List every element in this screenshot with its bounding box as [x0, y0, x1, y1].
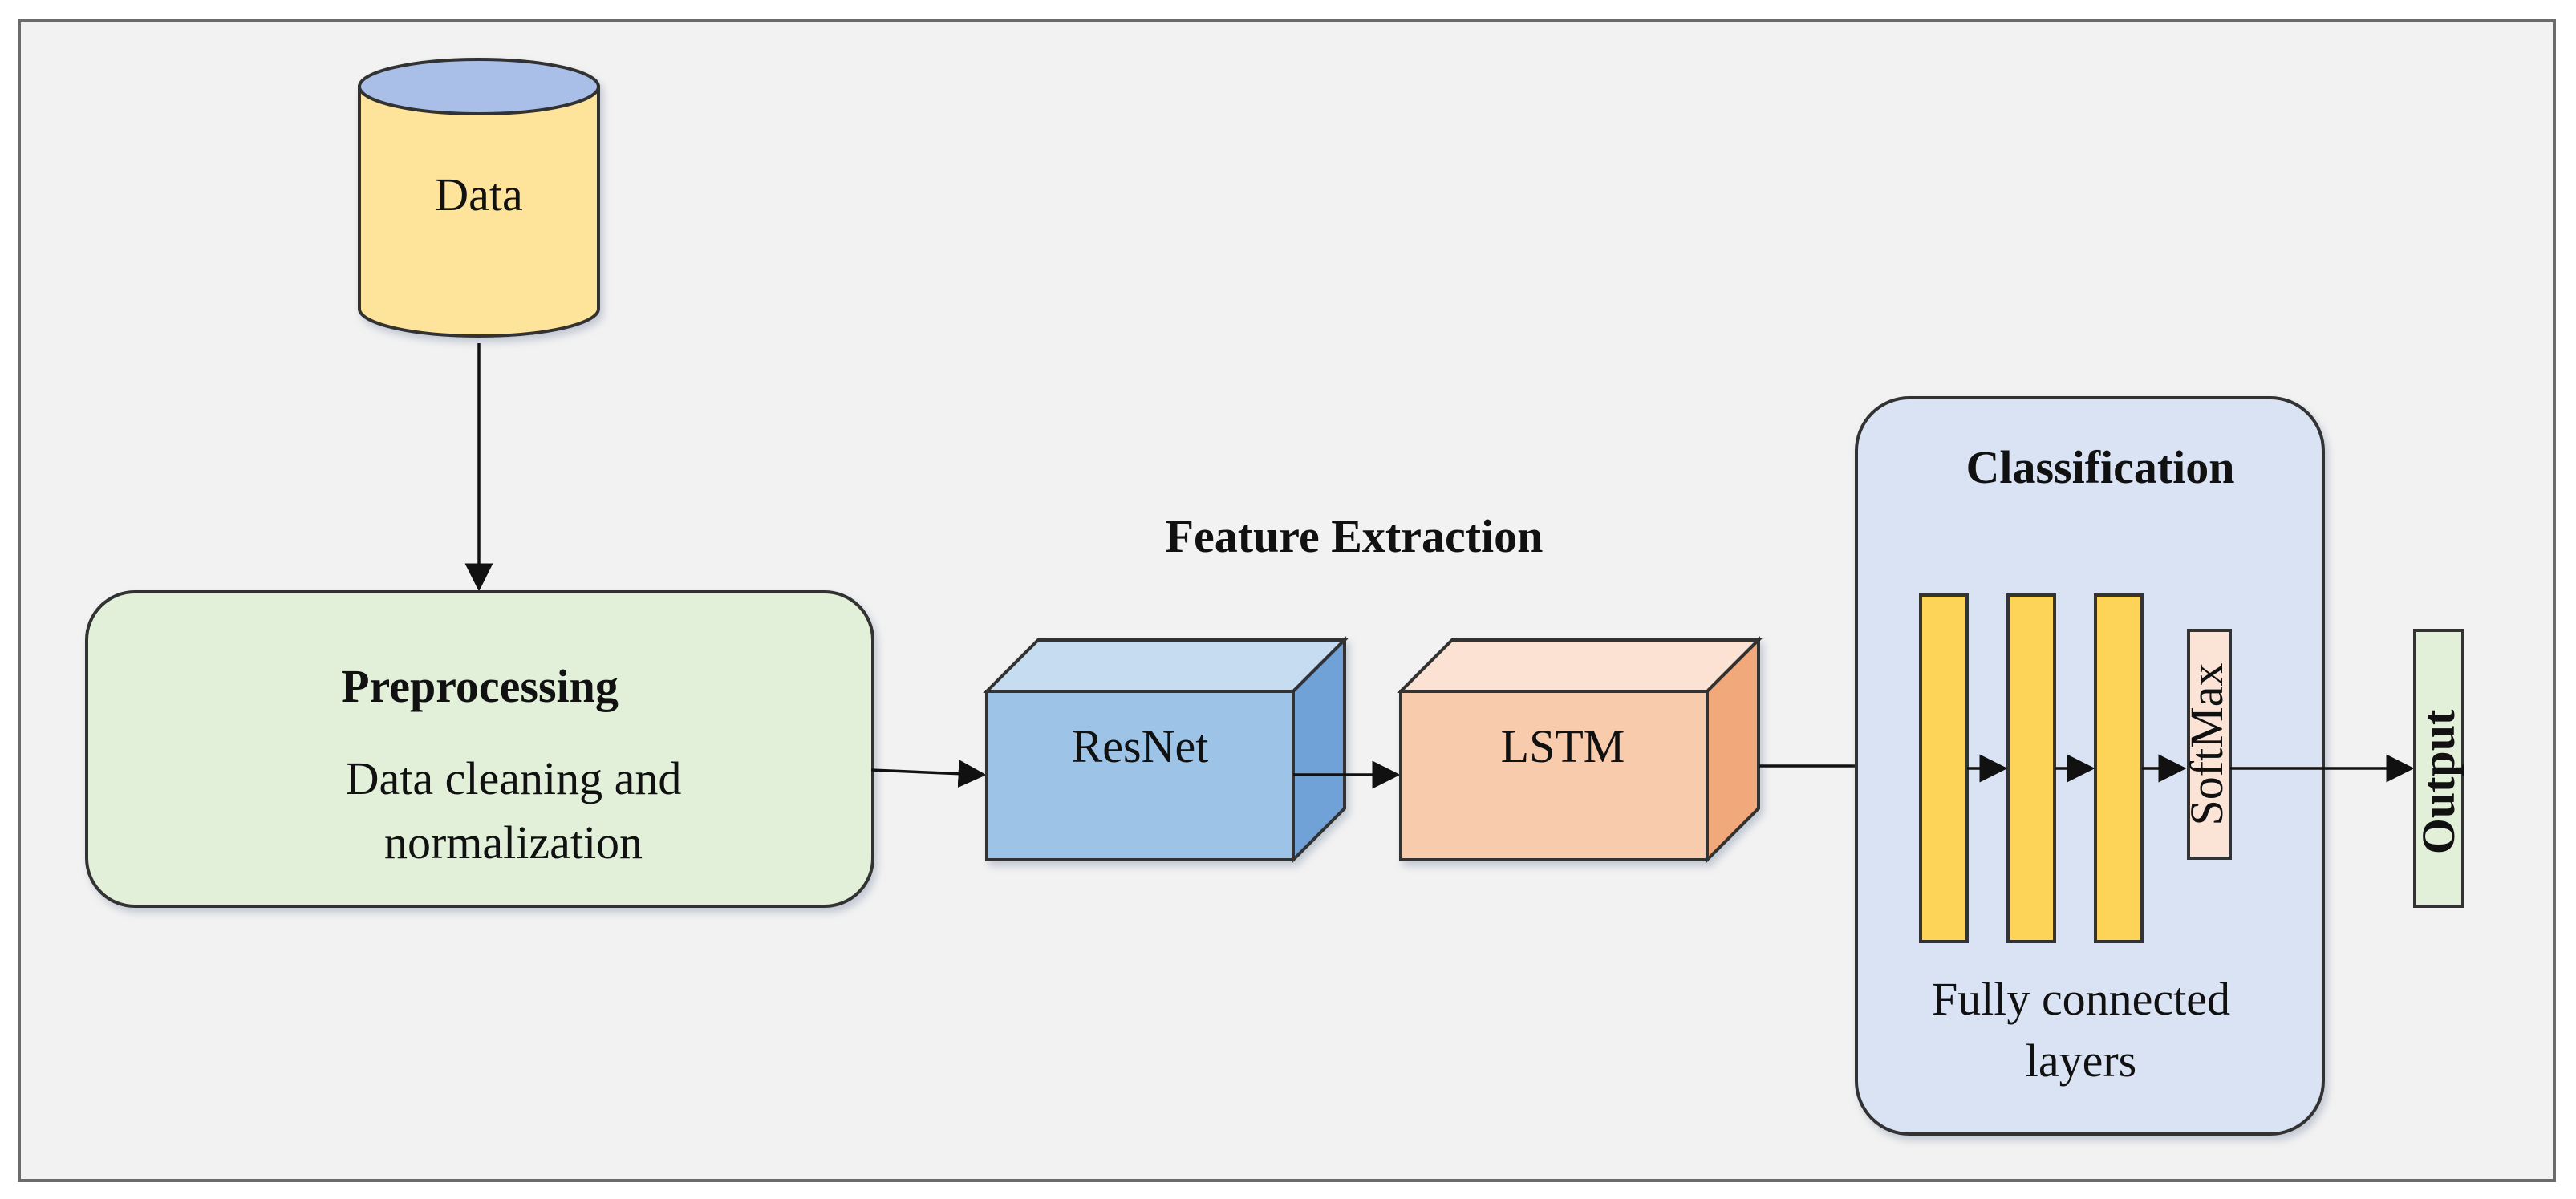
- resnet-front-face: [985, 690, 1295, 861]
- fc-layer-2: [2006, 593, 2056, 943]
- fc-caption-line1: Fully connected: [1932, 973, 2230, 1025]
- arrow-preprocessing-to-resnet: [870, 760, 987, 788]
- preprocessing-box: [85, 590, 874, 908]
- lstm-block: [1397, 636, 1763, 864]
- resnet-label: ResNet: [1072, 720, 1209, 772]
- softmax-label: SoftMax: [2180, 663, 2233, 826]
- data-cylinder: [358, 58, 600, 338]
- fc-layer-1: [1919, 593, 1969, 943]
- preprocessing-title: Preprocessing: [341, 660, 619, 712]
- resnet-top-face: [983, 638, 1349, 693]
- classification-title: Classification: [1965, 441, 2234, 493]
- resnet-block: [983, 636, 1349, 864]
- data-cylinder-top: [358, 58, 600, 115]
- lstm-front-face: [1399, 690, 1709, 861]
- output-box: [2413, 629, 2464, 908]
- fc-caption-line2: layers: [2026, 1035, 2137, 1087]
- preprocessing-description-line1: Data cleaning and: [346, 752, 682, 804]
- fc-layer-3: [2094, 593, 2144, 943]
- preprocessing-description-line2: normalization: [384, 816, 643, 869]
- lstm-top-face: [1397, 638, 1763, 693]
- output-label: Output: [2412, 709, 2464, 854]
- lstm-label: LSTM: [1501, 720, 1625, 772]
- feature-extraction-title: Feature Extraction: [1166, 510, 1544, 562]
- softmax-box: [2187, 629, 2232, 860]
- data-label: Data: [435, 168, 523, 221]
